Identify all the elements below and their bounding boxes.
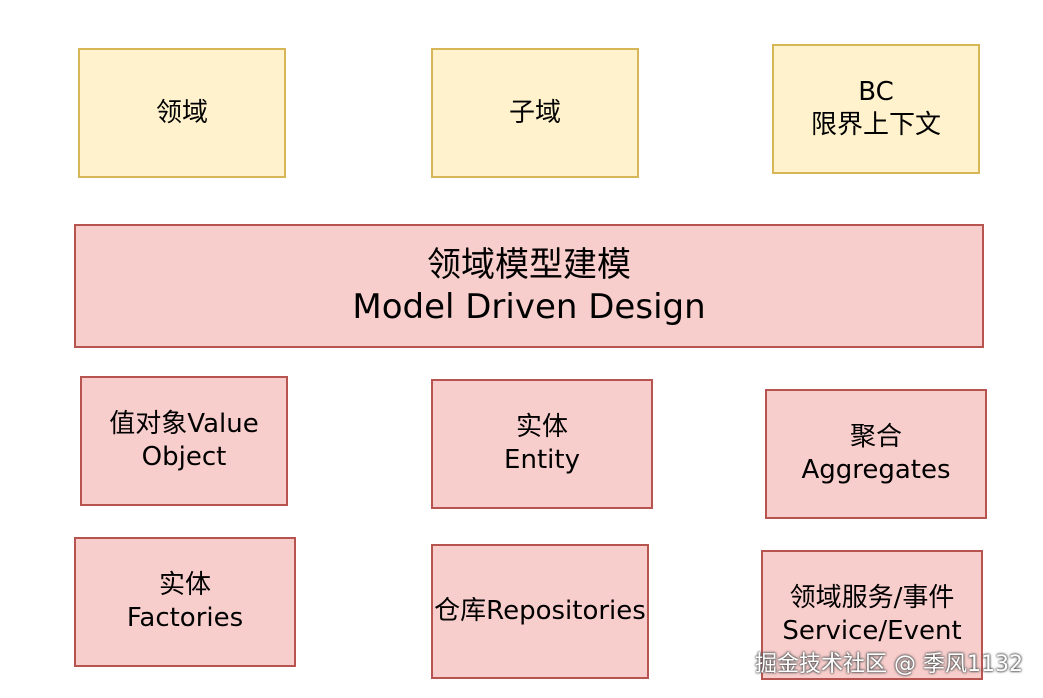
subdomain-label: 子域 [508,97,561,128]
model-driven-design-title-en: Model Driven Design [352,287,706,327]
model-driven-design-box: 领域模型建模 Model Driven Design [74,224,984,348]
aggregates-label-line1: 聚合 [849,422,902,452]
service-event-box: 领域服务/事件 Service/Event [761,550,983,680]
aggregates-label-line2: Aggregates [801,455,951,485]
service-event-label-line1: 领域服务/事件 [789,583,955,613]
bounded-context-label-line2: 限界上下文 [810,110,941,140]
model-driven-design-title-cn: 领域模型建模 [427,245,631,285]
entity-label-line1: 实体 [515,412,568,442]
domain-box: 领域 [78,48,286,178]
bounded-context-label-line1: BC [858,77,894,107]
factories-label-line2: Factories [126,603,244,633]
bounded-context-box: BC 限界上下文 [772,44,980,174]
subdomain-box: 子域 [431,48,639,178]
factories-label-line1: 实体 [158,570,211,600]
domain-label: 领域 [155,97,208,128]
value-object-label-line2: Object [141,442,227,472]
value-object-box: 值对象Value Object [80,376,288,506]
watermark: 掘金技术社区 @ 季风1132 [755,652,1023,677]
repositories-label: 仓库Repositories [434,596,646,626]
entity-box: 实体 Entity [431,379,653,509]
factories-box: 实体 Factories [74,537,296,667]
repositories-box: 仓库Repositories [431,544,649,679]
entity-label-line2: Entity [504,445,580,475]
service-event-label-line2: Service/Event [782,616,962,646]
value-object-label-line1: 值对象Value [109,409,259,439]
aggregates-box: 聚合 Aggregates [765,389,987,519]
